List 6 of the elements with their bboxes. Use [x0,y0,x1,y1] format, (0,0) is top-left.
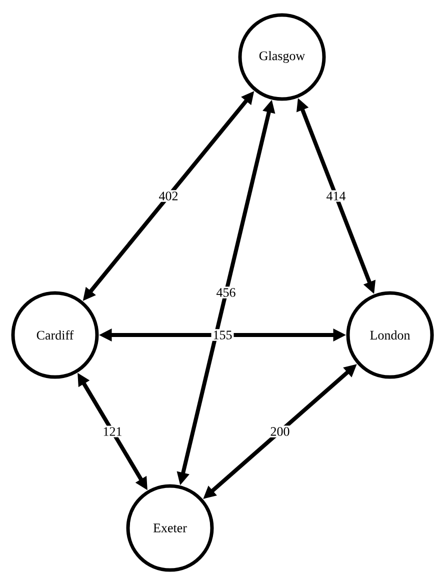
edge-label: 456 [214,286,238,298]
edge-label: 414 [324,190,348,202]
edge-label: 155 [211,329,234,341]
edge-label: 121 [101,426,124,438]
edge-label: 200 [268,426,292,438]
edge-label: 402 [157,190,180,202]
